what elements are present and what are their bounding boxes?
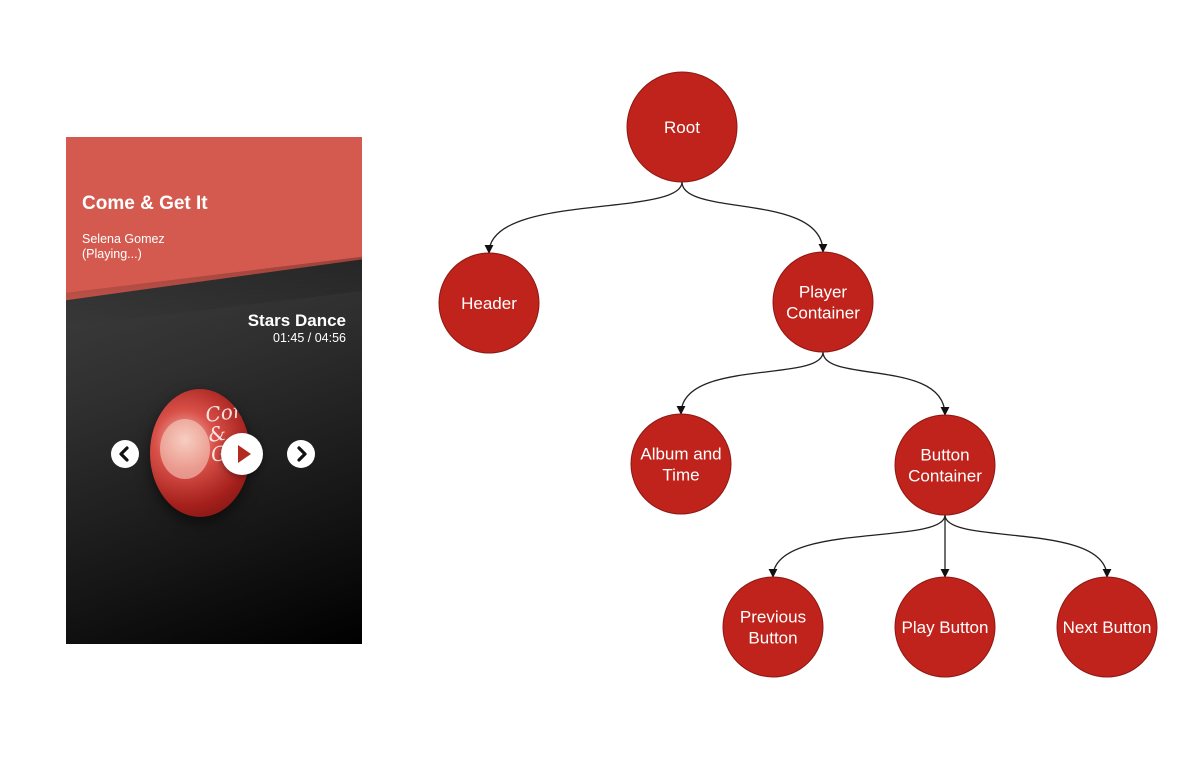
tree-node-label-root: Root [664, 118, 700, 137]
tree-node-circle-album-and-time [631, 414, 731, 514]
tree-node-root: Root [627, 72, 737, 182]
tree-edges [489, 182, 1107, 577]
tree-node-label-play-button: Play Button [902, 618, 989, 637]
tree-node-circle-button-container [895, 415, 995, 515]
edge-player-container-to-album-and-time [681, 352, 823, 414]
edge-root-to-header [489, 182, 682, 253]
tree-node-label-player-container: Player [799, 283, 848, 302]
tree-node-label-button-container: Button [920, 446, 969, 465]
edge-root-to-player-container [682, 182, 823, 252]
edge-player-container-to-button-container [823, 352, 945, 415]
tree-node-label-button-container: Container [908, 467, 982, 486]
tree-node-next-button: Next Button [1057, 577, 1157, 677]
tree-node-label-album-and-time: Album and [640, 445, 721, 464]
tree-node-label-previous-button: Previous [740, 608, 806, 627]
edge-button-container-to-previous-button [773, 515, 945, 577]
tree-node-label-header: Header [461, 294, 517, 313]
tree-node-label-previous-button: Button [748, 629, 797, 648]
tree-node-circle-previous-button [723, 577, 823, 677]
tree-node-label-next-button: Next Button [1063, 618, 1152, 637]
tree-node-label-album-and-time: Time [662, 466, 699, 485]
tree-node-circle-player-container [773, 252, 873, 352]
tree-node-label-player-container: Container [786, 304, 860, 323]
tree-node-play-button: Play Button [895, 577, 995, 677]
tree-node-header: Header [439, 253, 539, 353]
edge-button-container-to-next-button [945, 515, 1107, 577]
